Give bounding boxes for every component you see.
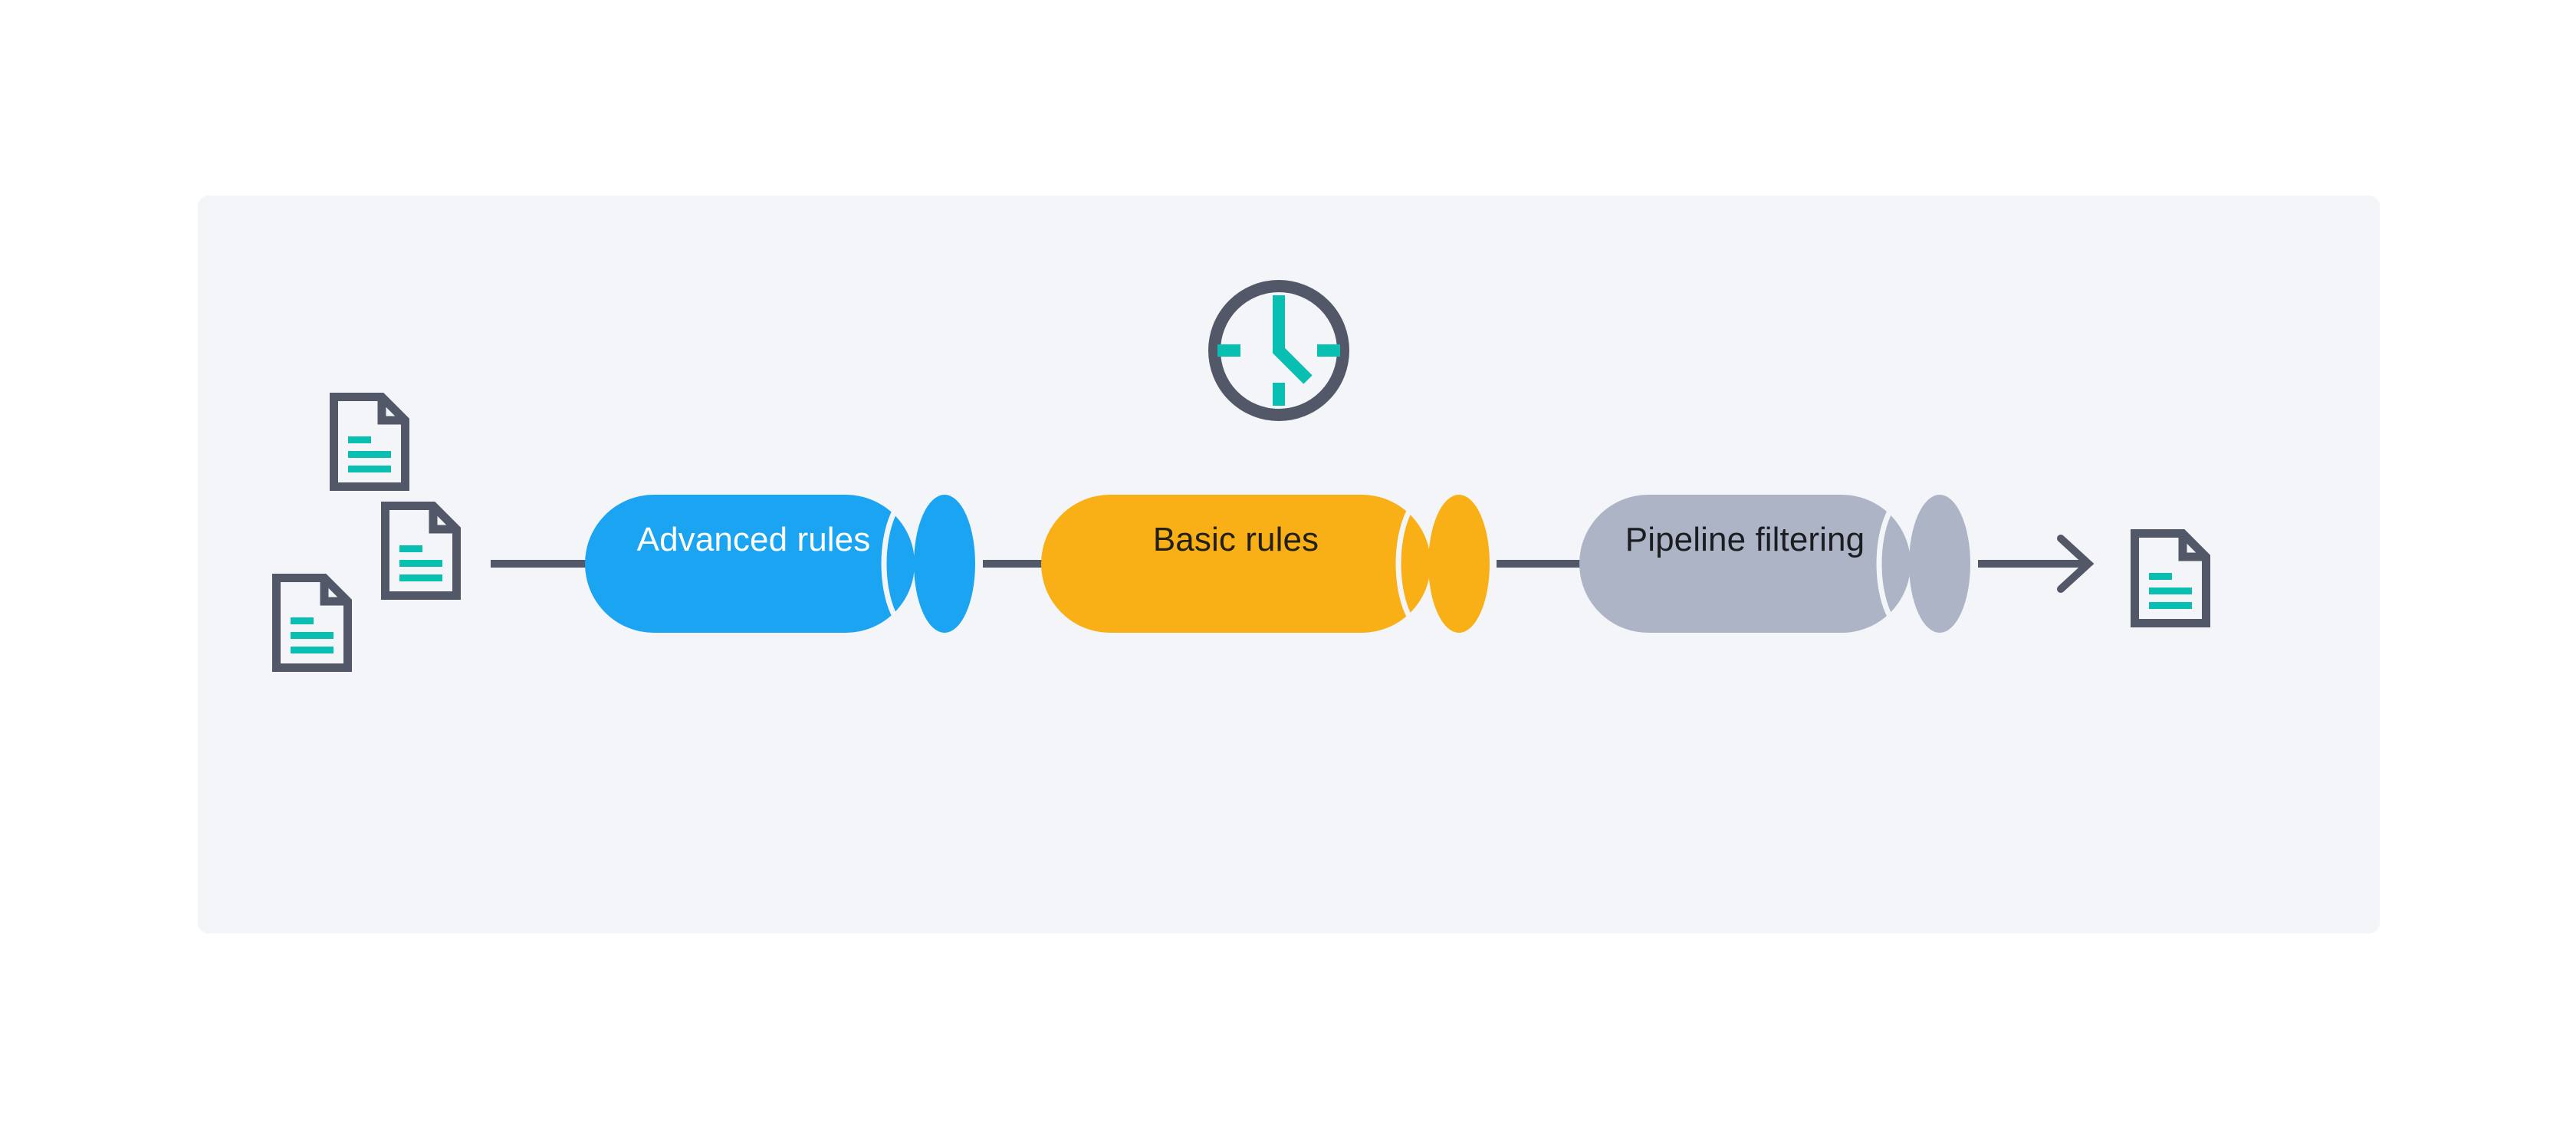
stage-basic-rules[interactable]: [1041, 492, 1490, 636]
cylinder-body-pipeline-filtering: [1579, 495, 1911, 633]
cylinder-seam-pipeline-filtering: [1876, 492, 1911, 636]
clock-hands: [1273, 316, 1313, 384]
input-document-3: [277, 578, 348, 668]
input-document-1: [334, 397, 406, 487]
cylinder-seam-advanced-rules: [881, 492, 915, 636]
cylinder-cap-pipeline-filtering: [1909, 495, 1970, 633]
clock-tick-6: [1273, 383, 1285, 406]
stage-advanced-rules[interactable]: [585, 492, 975, 636]
clock-tick-9: [1217, 344, 1240, 357]
clock-icon: [1208, 280, 1349, 421]
cylinder-body-advanced-rules: [585, 495, 915, 633]
input-documents-group: [277, 397, 457, 668]
output-document-group: [2135, 534, 2206, 624]
clock-tick-12: [1273, 295, 1285, 318]
cylinder-seam-basic-rules: [1395, 492, 1430, 636]
output-document: [2135, 534, 2206, 624]
cylinder-cap-basic-rules: [1428, 495, 1490, 633]
stage-pipeline-filtering[interactable]: [1579, 492, 1970, 636]
cylinder-cap-advanced-rules: [914, 495, 975, 633]
input-document-2: [386, 506, 457, 596]
clock-tick-3: [1317, 344, 1340, 357]
arrow-head-icon: [2057, 535, 2095, 593]
connector-group: [491, 535, 2095, 593]
cylinder-body-basic-rules: [1041, 495, 1431, 633]
